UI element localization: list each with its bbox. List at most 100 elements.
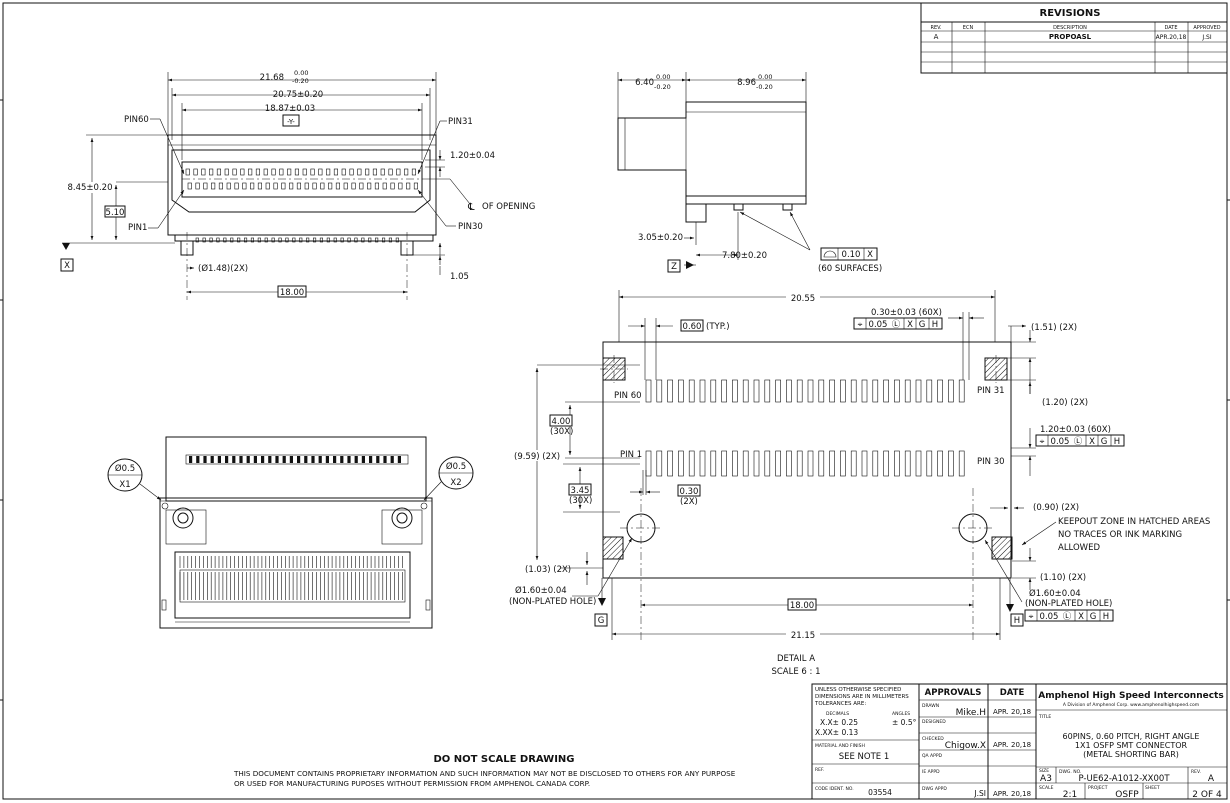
solder-tail [375,237,379,243]
front-contact [234,182,239,190]
code-ident-label: CODE IDENT. NO. [815,786,854,792]
material-label: MATERIAL AND FINISH [815,743,865,749]
side-dim-left: 6.40 [635,78,654,88]
dim-120-60x: 1.20±0.03 (60X) [1040,425,1111,435]
fcf-top-datum-h: H [932,320,938,330]
smt-pad [861,450,868,477]
solder-tail [388,237,393,243]
smt-pad [688,379,695,403]
dim-345: 3.45 [571,486,590,496]
dim-overall-width: 21.68 [260,73,284,83]
contact-slot [239,456,243,463]
dim-overall-tol-hi: 0.00 [294,69,308,77]
fcf-bottom-datum-h: H [1103,612,1109,622]
drawing-title-1: 60PINS, 0.60 PITCH, RIGHT ANGLE [1063,732,1200,741]
sheet-label: SHEET [1145,785,1160,791]
front-contact [287,168,292,176]
front-contact [320,182,325,190]
rev-header-approved: APPROVED [1193,25,1220,31]
smt-pad [861,379,868,403]
date-header: DATE [1000,688,1025,698]
smt-pad [796,379,803,403]
solder-tail [250,237,254,243]
front-contact [185,168,190,176]
smt-pad [775,379,781,403]
side-dim-right: 8.96 [737,78,756,88]
front-contact [240,168,245,176]
smt-pad [883,450,889,477]
tolerance-header-3: TOLERANCES ARE: [814,701,866,707]
smt-pad [764,450,771,477]
dim-030: 0.30 [680,487,699,497]
dim-110: (1.10) (2X) [1040,573,1086,583]
proprietary-note-2: OR USED FOR MANUFACTURING PUPOSES WITHOU… [234,779,590,788]
front-contact [279,168,284,176]
dim-120-pitch: 1.20±0.04 [450,151,495,161]
detail-a-view: PIN 60 PIN 31 PIN 1 PIN 30 20.55 0.60 (T… [509,290,1210,677]
drawing-title-3: (METAL SHORTING BAR) [1083,750,1179,759]
dim-body-width: 20.75±0.20 [273,90,323,100]
contact-slot [340,456,344,463]
contact-slot [246,456,250,463]
hole-left-diameter: Ø1.60±0.04 [515,585,567,596]
solder-tail [209,237,213,243]
front-contact [349,168,354,176]
solder-tail [264,237,268,243]
front-contact [193,168,198,176]
front-contact [398,182,403,190]
contact-slot [189,456,193,463]
solder-tail [292,237,296,243]
smt-pad [894,379,900,403]
contact-slot [203,456,207,463]
centerline-of-opening: OF OPENING [482,202,535,212]
front-contact [343,182,348,190]
smt-pad [872,379,879,403]
hole-left-note: (NON-PLATED HOLE) [509,597,596,607]
solder-tail [340,237,344,243]
front-pin1-label: PIN1 [128,223,147,233]
dim-120-2x: (1.20) (2X) [1042,398,1088,408]
solder-tail [326,237,330,243]
lmc-modifier-icon: Ⓛ [1074,437,1083,447]
solder-tail [299,237,303,243]
dim-105: 1.05 [450,272,469,282]
contact-slot [289,456,293,463]
front-contact [310,168,315,176]
solder-tail [216,237,220,243]
smt-pad [732,379,738,403]
front-contact [335,182,341,190]
fcf-mid-datum-h: H [1114,437,1120,447]
front-contact [294,168,300,176]
keepout-note-3: ALLOWED [1058,543,1100,553]
detail-pin30: PIN 30 [977,457,1005,467]
lmc-modifier-icon: Ⓛ [892,320,901,330]
datum-h-label: H [1014,616,1020,626]
drawing-title-2: 1X1 OSFP SMT CONNECTOR [1075,741,1188,750]
tolerance-x: X.X± 0.25 [820,718,858,727]
dwg-appd-date: APR. 20,18 [993,790,1031,798]
x2-diameter: Ø0.5 [446,461,466,472]
solder-tail [285,237,289,243]
solder-tail [354,237,358,243]
front-contact [374,182,380,190]
smt-pad [796,450,803,477]
solder-tail [333,237,337,243]
flatness-value: 0.10 [842,250,861,260]
size-value: A3 [1040,774,1052,784]
side-dim-right-tol-lo: -0.20 [756,83,773,91]
drawing-notes: DO NOT SCALE DRAWING THIS DOCUMENT CONTA… [233,754,736,788]
dim-1800: 18.00 [790,601,814,611]
title-block: UNLESS OTHERWISE SPECIFIED DIMENSIONS AR… [811,683,1228,800]
keepout-bottom-left [602,536,624,560]
smt-pad [710,450,717,477]
smt-pad [937,379,943,403]
side-dim-right-tol-hi: 0.00 [758,73,772,81]
smt-pad [699,450,706,477]
rev-header-date: DATE [1164,25,1177,31]
dim-opening-width: 18.87±0.03 [265,104,315,114]
front-contact [187,182,192,190]
flatness-note: (60 SURFACES) [818,264,882,274]
rev-header-description: DESCRIPTION [1053,25,1087,31]
dim-400: 4.00 [552,417,571,427]
smt-pad [818,379,825,403]
